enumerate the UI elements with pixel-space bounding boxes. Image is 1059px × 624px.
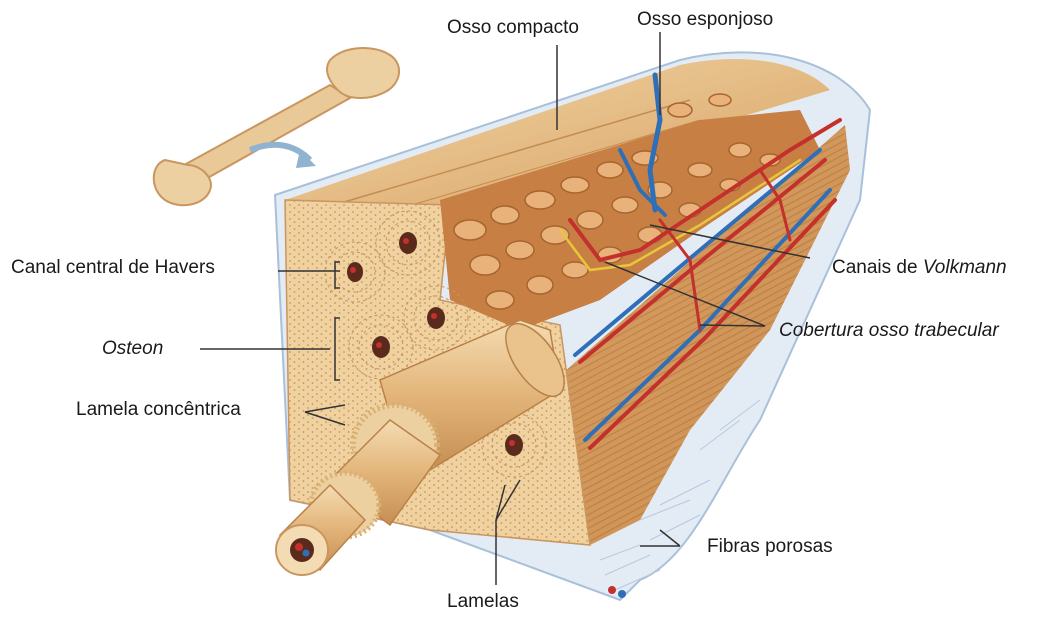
label-canal-havers: Canal central de Havers <box>11 257 215 279</box>
label-lamelas: Lamelas <box>447 591 519 613</box>
label-osso-compacto: Osso compacto <box>447 17 579 39</box>
label-canais-volkmann-name: Volkmann <box>923 257 1007 278</box>
label-osso-esponjoso: Osso esponjoso <box>637 9 773 31</box>
label-osteon: Osteon <box>102 338 163 360</box>
label-lamela-concentrica: Lamela concêntrica <box>76 399 241 421</box>
label-canais-volkmann-prefix: Canais de <box>832 257 923 278</box>
label-cobertura: Cobertura osso trabecular <box>779 320 999 342</box>
label-fibras-porosas: Fibras porosas <box>707 536 833 558</box>
label-canais-volkmann: Canais de Volkmann <box>832 257 1007 279</box>
